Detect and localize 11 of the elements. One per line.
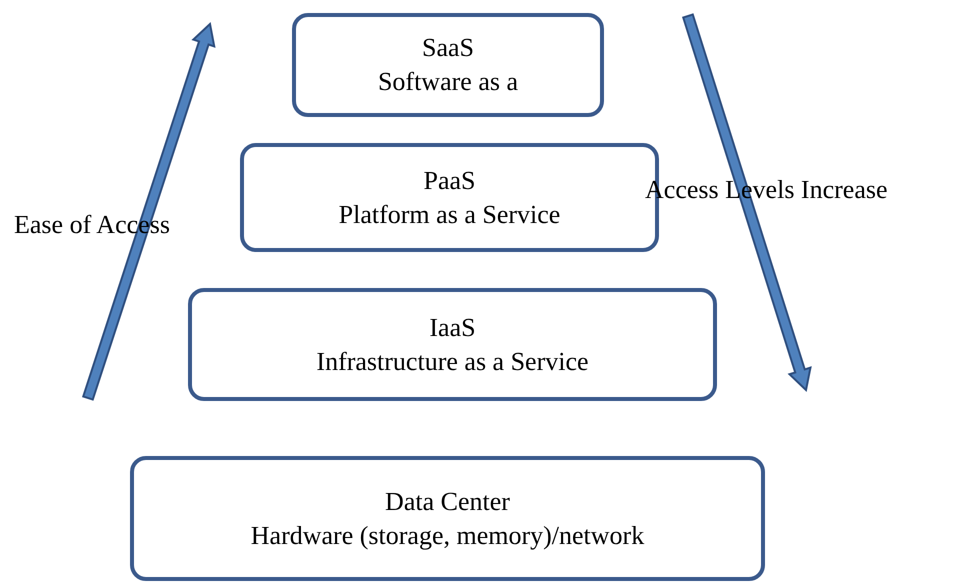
layer-title: Data Center	[385, 486, 510, 518]
layer-title: SaaS	[422, 32, 474, 64]
layer-description: Platform as a Service	[338, 198, 560, 230]
layer-description: Hardware (storage, memory)/network	[250, 520, 644, 552]
layer-description: Software as a	[378, 66, 518, 98]
layer-box	[292, 13, 604, 117]
layer-box	[188, 288, 717, 401]
layer-title: PaaS	[424, 164, 476, 196]
layer-title: IaaS	[429, 312, 476, 344]
layer-description: Infrastructure as a Service	[316, 346, 589, 378]
layer-box	[130, 456, 765, 581]
